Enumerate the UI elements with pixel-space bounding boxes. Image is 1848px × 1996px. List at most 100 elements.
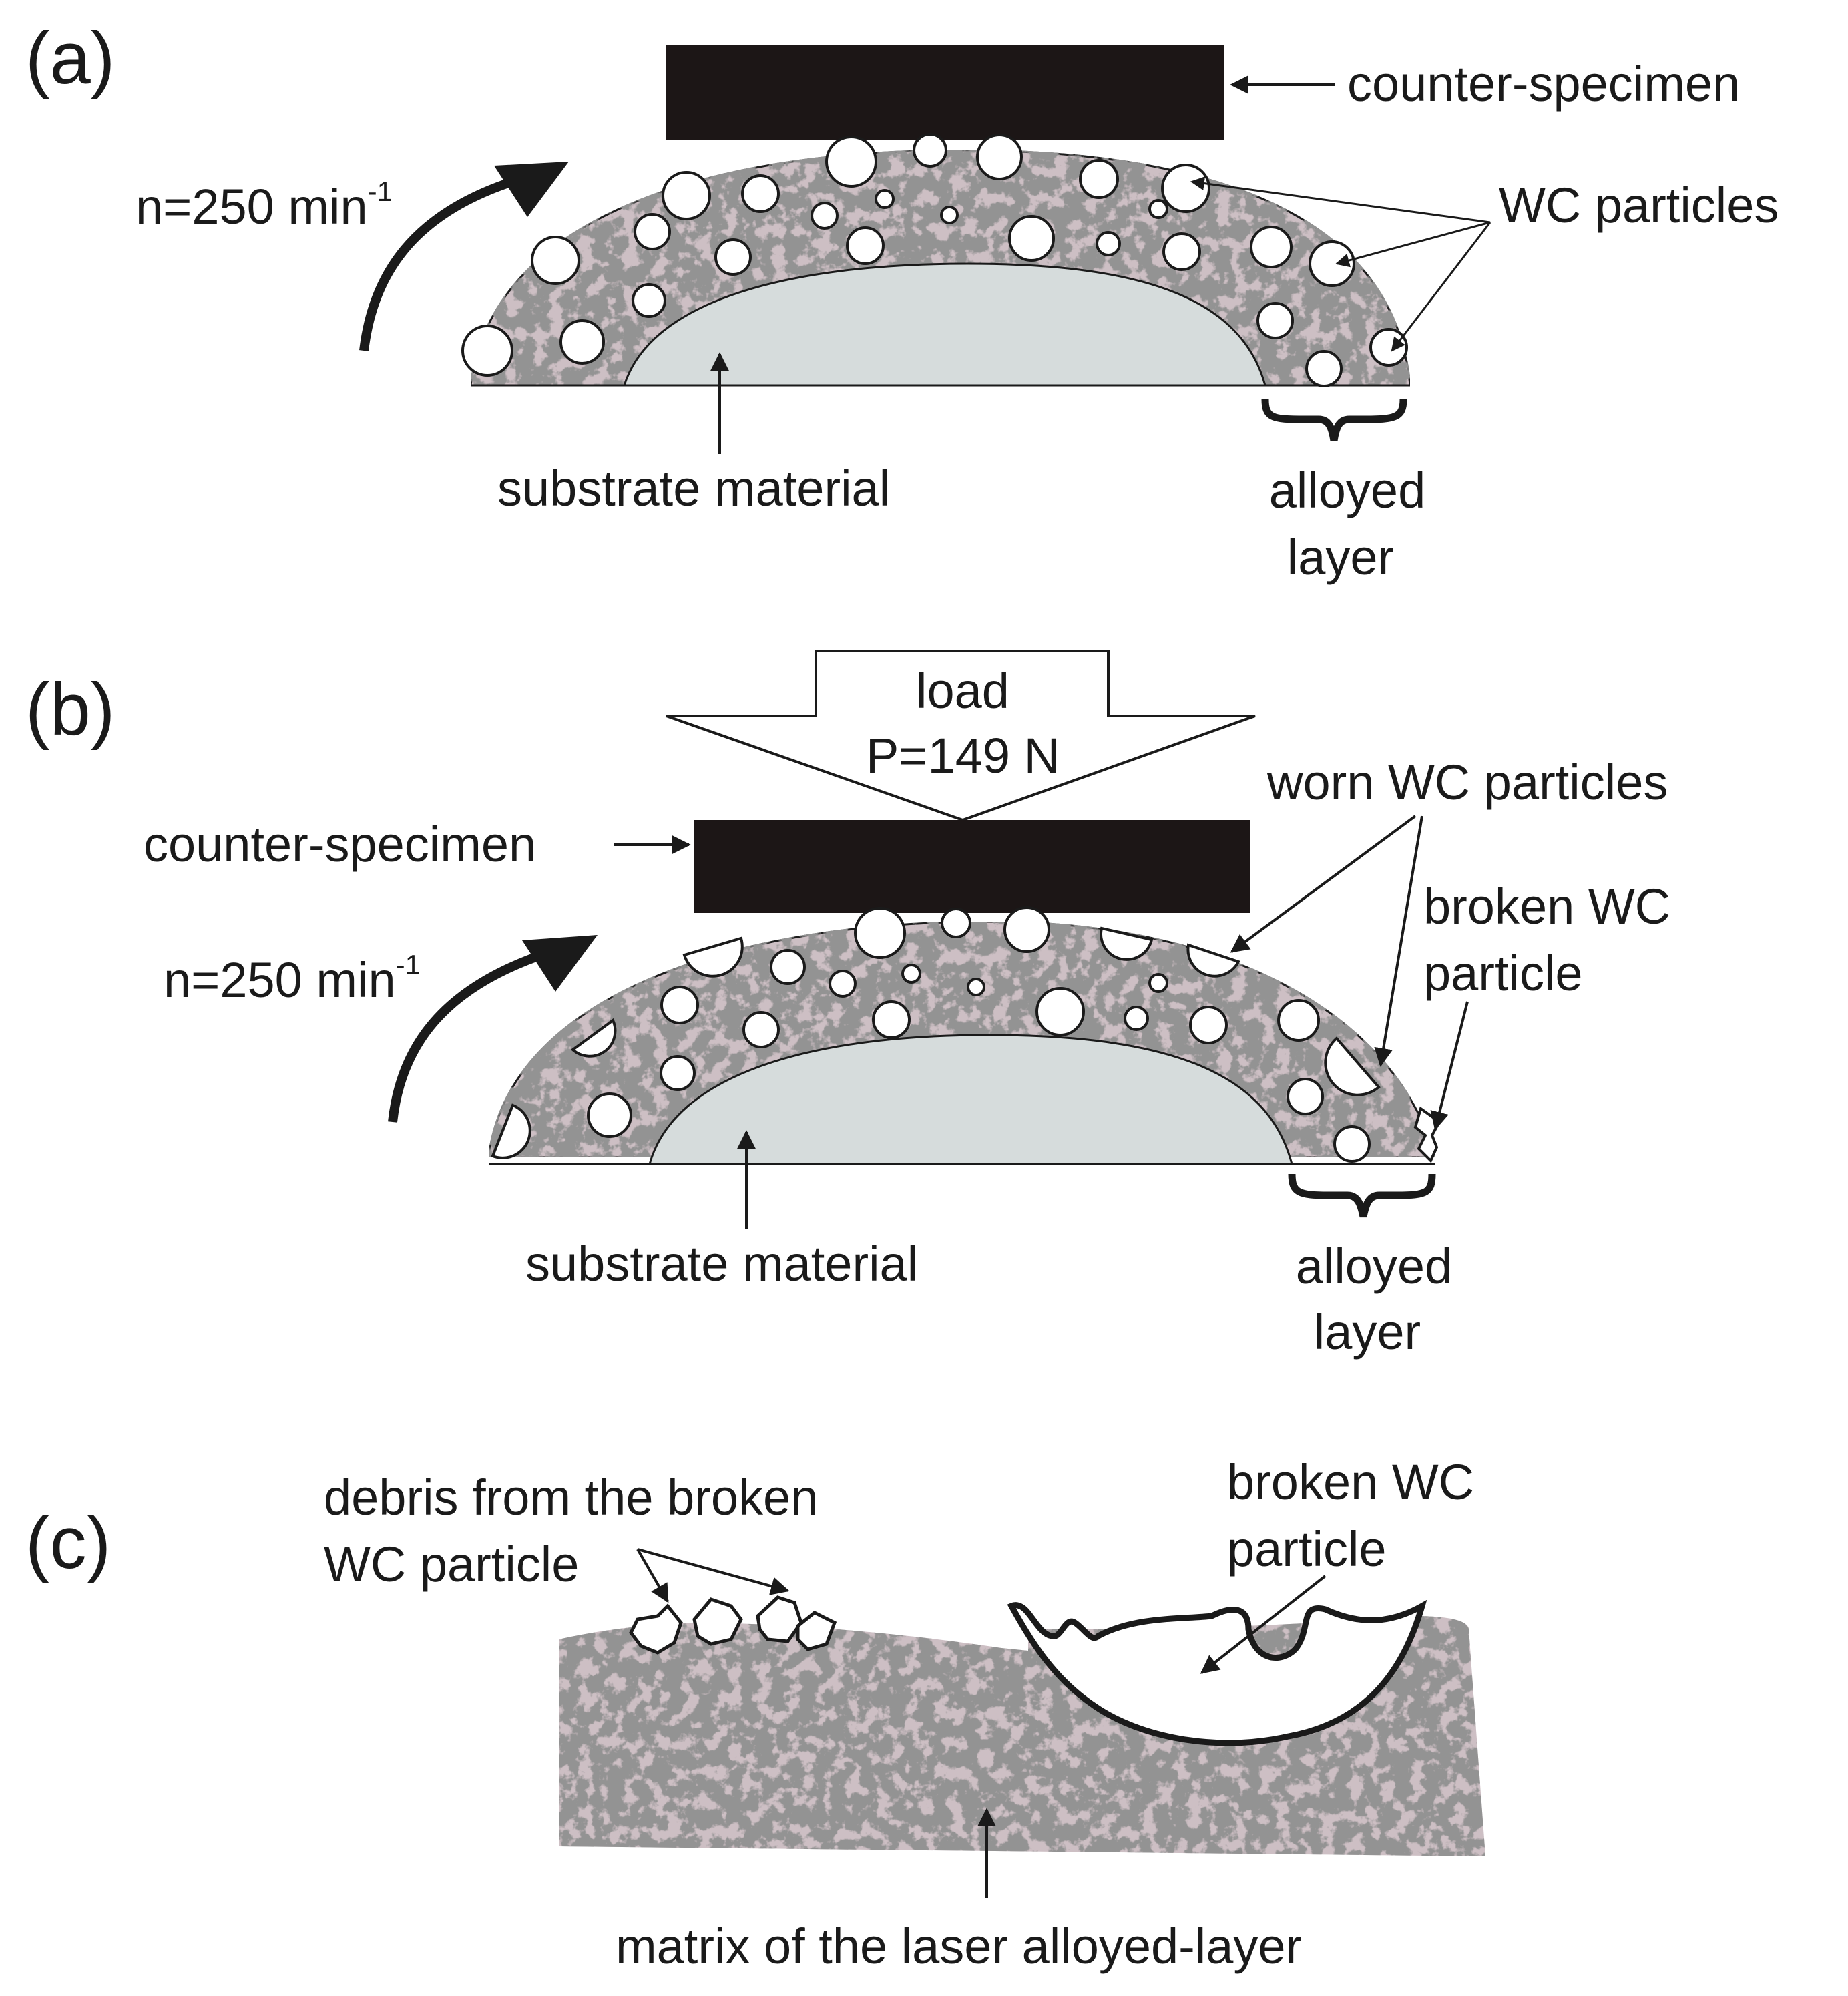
wc-particle (811, 202, 839, 230)
panel-a-alloyed-label-2: layer (1287, 530, 1394, 585)
panel-a-wc-label: WC particles (1499, 178, 1779, 233)
panel-b-load-label: load (916, 663, 1009, 719)
debris-particle (756, 1595, 803, 1643)
debris-particle (629, 1603, 683, 1655)
wc-particle (1250, 226, 1293, 268)
panel-b-wc-particles (587, 906, 1371, 1163)
wc-particle (1309, 240, 1355, 287)
wc-particle (1003, 906, 1050, 953)
panel-b-broken-label-2: particle (1423, 946, 1583, 1001)
wc-particle (559, 319, 605, 365)
wc-particle (1369, 328, 1408, 367)
panel-c-debris (629, 1595, 837, 1655)
wc-particle (1162, 232, 1201, 271)
wc-particle (770, 949, 806, 985)
panel-c-debris-label-2: WC particle (324, 1537, 579, 1592)
panel-b-worn-label: worn WC particles (1266, 755, 1668, 810)
wc-particle (461, 325, 513, 377)
panel-c-broken-pointer (1200, 1575, 1327, 1674)
wc-particle (875, 189, 895, 209)
wc-particle (967, 978, 985, 996)
panel-a-rotation-arrowhead (494, 162, 569, 217)
worn-wc-particle (682, 936, 744, 978)
wc-particle (1189, 1006, 1228, 1044)
panel-b-load-arrow (666, 650, 1256, 822)
panel-a-wc-particles (461, 133, 1408, 387)
wc-particle (1079, 159, 1119, 199)
panel-a-rotation-arrow (359, 174, 523, 351)
wc-particle (1035, 987, 1085, 1036)
panel-c: (c) debris from the broken WC particle b… (25, 1454, 1485, 1974)
panel-a-wc-pointers (1190, 176, 1491, 352)
panel-b-broken-label-1: broken WC (1423, 879, 1670, 934)
wc-particle (632, 283, 666, 318)
panel-b-load-value: P=149 N (866, 728, 1060, 783)
wc-particle (1096, 231, 1121, 256)
panel-a-speed-label: n=250 min-1 (136, 176, 393, 234)
wc-particle (854, 907, 906, 959)
wc-particle (940, 206, 959, 224)
wc-particle (1008, 215, 1055, 262)
wc-particle (660, 1055, 696, 1091)
wc-particle (634, 213, 671, 250)
worn-wc-particle (1324, 1036, 1381, 1096)
wc-particle (1333, 1125, 1371, 1163)
panel-b-alloyed-brace (1288, 1173, 1436, 1218)
panel-b-worn-particles (491, 926, 1381, 1159)
wc-particle (976, 134, 1023, 180)
panel-a-alloyed-label-1: alloyed (1269, 463, 1426, 518)
panel-c-broken-wc-particle (1007, 1599, 1427, 1746)
wc-particle (913, 133, 947, 168)
panel-a-letter: (a) (25, 17, 115, 99)
wc-particle (1148, 973, 1168, 993)
panel-c-debris-label-1: debris from the broken (324, 1470, 818, 1525)
wc-particle (872, 1000, 911, 1039)
panel-a: (a) (25, 17, 1779, 585)
wc-particle (1305, 350, 1343, 387)
panel-b-broken-pointer (1430, 1001, 1469, 1131)
wc-particle (1124, 1006, 1149, 1031)
debris-particle (796, 1611, 837, 1651)
panel-b-letter: (b) (25, 668, 115, 751)
wc-particle (1287, 1078, 1324, 1115)
worn-wc-particle (491, 1103, 531, 1159)
panel-a-substrate-label: substrate material (497, 461, 890, 516)
wc-particle (587, 1092, 632, 1138)
panel-b-substrate-label: substrate material (525, 1236, 918, 1291)
debris-particle (692, 1597, 743, 1646)
panel-b-counter-label: counter-specimen (144, 817, 536, 872)
panel-a-counter-specimen (666, 45, 1224, 140)
wc-particle (1161, 164, 1210, 213)
worn-wc-particle (1100, 926, 1154, 961)
worn-wc-particle (1186, 943, 1240, 978)
wc-particle (901, 964, 921, 984)
wc-particle (714, 238, 752, 276)
wc-particle (825, 136, 877, 188)
wc-particle (662, 171, 711, 220)
panel-b-substrate (648, 1034, 1293, 1165)
wc-particle (742, 1011, 780, 1048)
panel-b-worn-pointers (1230, 815, 1423, 1067)
wc-particle (846, 226, 885, 265)
panel-c-letter: (c) (25, 1502, 111, 1584)
panel-c-debris-pointers (636, 1548, 790, 1603)
panel-a-counter-label: counter-specimen (1347, 56, 1740, 112)
wc-particle (741, 174, 780, 213)
panel-c-broken-label-2: particle (1227, 1521, 1387, 1577)
wc-particle (531, 236, 580, 285)
panel-b-rotation-arrowhead (522, 935, 598, 992)
panel-a-substrate (622, 262, 1266, 387)
panel-c-broken-label-1: broken WC (1227, 1454, 1474, 1510)
wc-particle (660, 986, 699, 1024)
wc-particle (1256, 302, 1294, 339)
wc-particle (1277, 999, 1320, 1042)
worn-wc-particle (570, 1018, 617, 1058)
wc-particle (829, 970, 857, 998)
panel-b-speed-label: n=250 min-1 (164, 949, 421, 1008)
panel-b: (b) load P=149 N (25, 650, 1670, 1360)
panel-b-counter-specimen (694, 820, 1250, 913)
panel-a-alloyed-brace (1261, 399, 1407, 441)
panel-c-matrix-label: matrix of the laser alloyed-layer (616, 1919, 1302, 1974)
wc-particle (941, 908, 971, 938)
